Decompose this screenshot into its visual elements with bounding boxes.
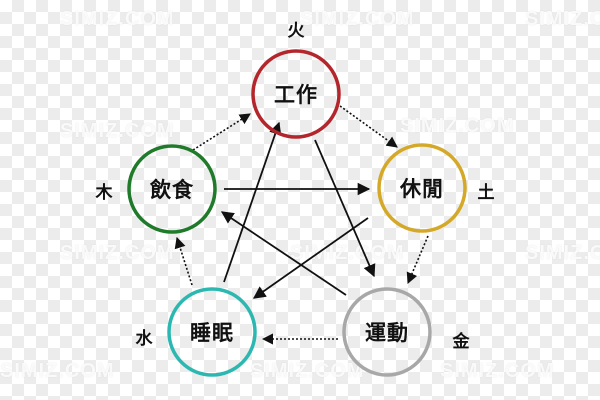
circle-leisure	[377, 143, 467, 233]
arrow-work-to-exercise	[314, 139, 376, 278]
controlling-cycle-arrows	[220, 121, 376, 299]
element-label-earth: 土	[477, 183, 495, 203]
arrow-sleep-to-work	[223, 121, 282, 283]
circle-sleep	[167, 287, 257, 377]
node-exercise: 運動	[343, 288, 431, 376]
node-work-label: 工作	[274, 83, 318, 107]
circle-work	[251, 49, 341, 139]
arrow-exercise-to-diet	[220, 211, 347, 296]
arrow-work-to-leisure	[339, 105, 398, 148]
node-diet: 飲食	[128, 145, 216, 233]
element-label-fire: 火	[287, 21, 305, 41]
element-label-wood: 木	[95, 183, 113, 203]
arrow-leisure-to-sleep	[252, 217, 369, 299]
node-circles	[127, 49, 467, 377]
node-diet-label: 飲食	[150, 178, 194, 202]
element-label-water: 水	[135, 329, 153, 349]
circle-exercise	[342, 287, 432, 377]
node-leisure: 休閒	[378, 144, 466, 232]
element-label-metal: 金	[452, 332, 470, 352]
node-exercise-label: 運動	[365, 321, 409, 345]
node-sleep-label: 睡眠	[190, 321, 234, 345]
arrow-diet-to-work	[192, 113, 251, 151]
node-work: 工作	[252, 50, 340, 138]
arrow-sleep-to-diet	[174, 236, 193, 286]
circle-diet	[127, 144, 217, 234]
arrow-leisure-to-exercise	[406, 235, 429, 285]
node-leisure-label: 休閒	[400, 177, 444, 201]
node-sleep: 睡眠	[168, 288, 256, 376]
generating-cycle-arrows	[174, 105, 429, 345]
